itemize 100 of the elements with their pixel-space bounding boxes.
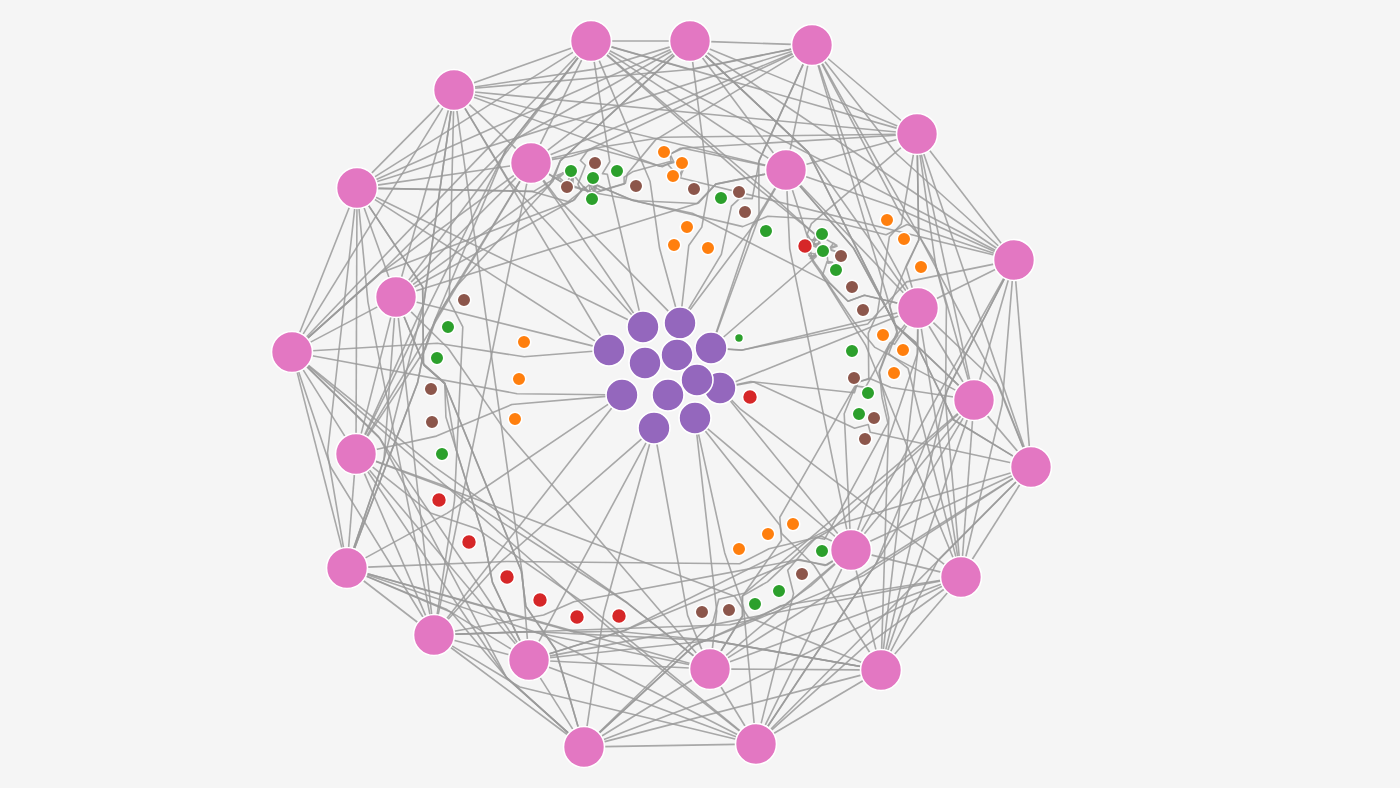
edge-line xyxy=(927,324,965,384)
node-circle xyxy=(680,363,714,397)
edge-line xyxy=(688,187,777,311)
edge-line xyxy=(715,62,805,334)
node-circle xyxy=(733,332,745,344)
edge-line xyxy=(826,57,903,122)
edge-line xyxy=(445,406,613,620)
edge-line xyxy=(971,483,1021,561)
node-circle xyxy=(609,163,625,179)
edge-line xyxy=(305,365,519,644)
node-circle xyxy=(334,432,378,476)
edge-line xyxy=(409,176,518,284)
edge-line xyxy=(598,59,677,309)
node-circle xyxy=(507,411,523,427)
node-circle xyxy=(895,112,939,156)
edge-line xyxy=(860,277,1005,533)
edge-line xyxy=(772,679,865,735)
edge-line xyxy=(409,310,698,655)
edge-line xyxy=(363,206,390,279)
edge-line xyxy=(453,639,510,656)
edge-line xyxy=(729,399,839,535)
edge-line xyxy=(928,149,1003,245)
edge-line xyxy=(463,106,602,338)
edge-line xyxy=(870,554,942,573)
edge-line xyxy=(365,575,513,651)
edge-line xyxy=(704,429,871,654)
edge-line xyxy=(365,179,522,438)
node-circle xyxy=(434,446,450,462)
edge-line xyxy=(726,311,899,352)
node-circle xyxy=(626,310,660,344)
edge-line xyxy=(436,109,464,616)
node-circle xyxy=(844,343,860,359)
node-circle xyxy=(678,401,712,435)
node-circle xyxy=(731,541,747,557)
edge-line xyxy=(770,588,946,732)
node-circle xyxy=(628,346,662,380)
edge-line xyxy=(397,316,433,616)
node-circle xyxy=(531,591,549,609)
node-circle xyxy=(637,411,671,445)
node-circle xyxy=(585,170,601,186)
node-circle xyxy=(674,155,690,171)
edge-line xyxy=(608,49,997,252)
edge-line xyxy=(371,465,741,732)
node-circle xyxy=(741,388,759,406)
node-circle xyxy=(764,148,808,192)
edge-line xyxy=(719,685,747,728)
edge-line xyxy=(301,106,445,336)
edge-line xyxy=(789,64,809,151)
node-circle xyxy=(562,725,606,769)
node-circle xyxy=(814,226,830,242)
node-circle xyxy=(374,275,418,319)
node-circle xyxy=(679,219,695,235)
edge-line xyxy=(722,146,903,339)
node-circle xyxy=(460,533,478,551)
edge-line xyxy=(546,52,675,152)
node-circle xyxy=(844,279,860,295)
edge-line xyxy=(365,573,739,736)
edge-line xyxy=(817,63,910,291)
edge-line xyxy=(363,109,452,437)
node-circle xyxy=(432,68,476,112)
edge-line xyxy=(362,579,419,624)
node-circle xyxy=(1009,445,1053,489)
node-circle xyxy=(423,381,439,397)
edge-line xyxy=(893,591,949,656)
edge-line xyxy=(656,442,703,651)
edge-line xyxy=(882,327,919,651)
edge-line xyxy=(964,279,1014,558)
edge-line xyxy=(766,416,965,728)
edge-line xyxy=(697,432,755,725)
edge-line xyxy=(734,377,955,398)
edge-line xyxy=(400,108,450,279)
node-circle xyxy=(913,259,929,275)
node-circle xyxy=(668,19,712,63)
edge-line xyxy=(347,473,356,549)
edge-line xyxy=(978,278,1010,382)
node-circle xyxy=(456,292,472,308)
edge-line xyxy=(468,103,517,150)
edge-line xyxy=(886,418,969,652)
node-circle xyxy=(896,231,912,247)
edge-line xyxy=(355,207,358,435)
node-circle xyxy=(628,178,644,194)
edge-line xyxy=(473,94,767,166)
edge-line xyxy=(366,54,676,438)
node-circle xyxy=(700,240,716,256)
edge-line xyxy=(374,196,630,321)
edge-line xyxy=(373,198,597,343)
edge-line xyxy=(374,460,863,664)
node-circle xyxy=(663,306,697,340)
node-circle xyxy=(713,190,729,206)
edge-line xyxy=(817,63,957,558)
edge-line xyxy=(922,152,1026,449)
node-circle xyxy=(651,378,685,412)
edge-line xyxy=(724,562,837,657)
node-circle xyxy=(592,333,626,367)
edge-line xyxy=(730,398,946,566)
edge-line xyxy=(586,442,651,728)
node-circle xyxy=(879,212,895,228)
edge-line xyxy=(309,305,379,344)
node-circle xyxy=(785,516,801,532)
edge-line xyxy=(823,60,1000,248)
